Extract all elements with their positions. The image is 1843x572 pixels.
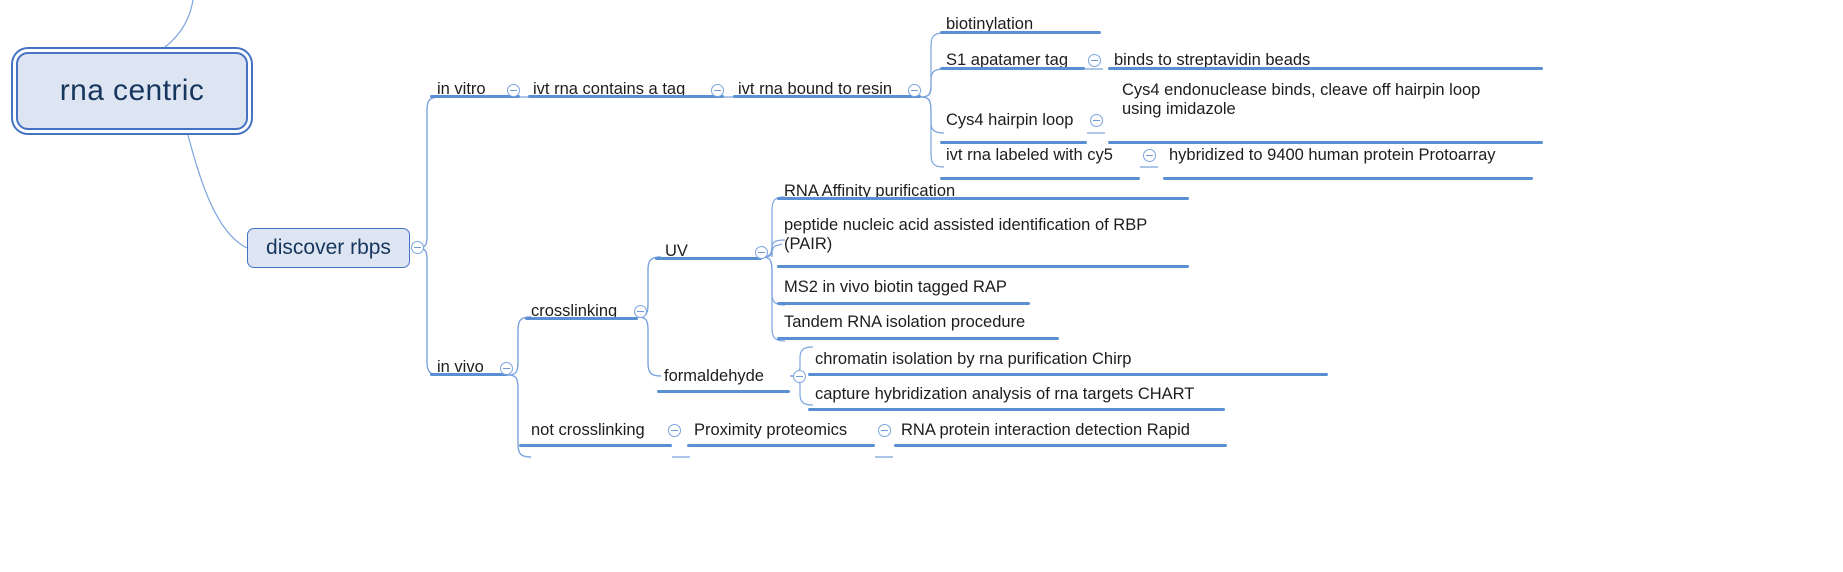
node-formaldehyde[interactable]: formaldehyde: [664, 367, 764, 385]
node-in-vivo[interactable]: in vivo: [437, 358, 484, 376]
toggle-in-vitro[interactable]: [507, 84, 520, 97]
underline-in-vivo: [430, 373, 508, 376]
node-biotinylation[interactable]: biotinylation: [946, 15, 1034, 33]
underline-binds-to-streptavidin-beads: [1108, 67, 1543, 70]
underline-ivt-rna-labeled-with-cy5: [940, 177, 1140, 180]
node-discover-rbps[interactable]: discover rbps: [247, 228, 410, 268]
toggle-s1-apatamer-tag[interactable]: [1088, 54, 1101, 67]
underline-pair: [777, 265, 1189, 268]
node-protoarray[interactable]: hybridized to 9400 human protein Protoar…: [1169, 146, 1496, 164]
node-chart[interactable]: capture hybridization analysis of rna ta…: [815, 385, 1195, 403]
underline-ms2-rap: [777, 302, 1030, 305]
node-in-vitro[interactable]: in vitro: [437, 80, 486, 98]
toggle-ivt-rna-labeled-with-cy5[interactable]: [1143, 149, 1156, 162]
node-rapid[interactable]: RNA protein interaction detection Rapid: [901, 421, 1190, 439]
node-discover-rbps-label: discover rbps: [266, 236, 391, 259]
underline-not-crosslinking: [519, 444, 672, 447]
underline-tandem-rna-isolation: [777, 337, 1059, 340]
toggle-proximity-proteomics[interactable]: [878, 424, 891, 437]
node-pair[interactable]: peptide nucleic acid assisted identifica…: [784, 216, 1147, 253]
node-crosslinking[interactable]: crosslinking: [531, 302, 618, 320]
toggle-discover-rbps[interactable]: [411, 241, 424, 254]
node-ivt-rna-contains-a-tag[interactable]: ivt rna contains a tag: [533, 80, 686, 98]
toggle-uv[interactable]: [755, 246, 768, 259]
underline-formaldehyde: [657, 390, 790, 393]
node-not-crosslinking[interactable]: not crosslinking: [531, 421, 645, 439]
node-ms2-rap[interactable]: MS2 in vivo biotin tagged RAP: [784, 278, 1007, 296]
underline-ivt-rna-bound-to-resin: [733, 95, 921, 98]
node-ivt-rna-bound-to-resin[interactable]: ivt rna bound to resin: [738, 80, 893, 98]
node-cys4-endonuclease[interactable]: Cys4 endonuclease binds, cleave off hair…: [1122, 81, 1481, 118]
underline-cys4-endonuclease: [1108, 141, 1543, 144]
toggle-formaldehyde[interactable]: [793, 370, 806, 383]
underline-rna-affinity-purification: [777, 197, 1189, 200]
node-rna-affinity-purification[interactable]: RNA Affinity purification: [784, 182, 956, 200]
underline-protoarray: [1163, 177, 1533, 180]
toggle-crosslinking[interactable]: [634, 305, 647, 318]
root-node[interactable]: rna centric: [16, 52, 248, 130]
toggle-ivt-rna-bound-to-resin[interactable]: [908, 84, 921, 97]
underline-uv: [655, 257, 762, 260]
underline-proximity-proteomics: [687, 444, 875, 447]
node-proximity-proteomics[interactable]: Proximity proteomics: [694, 421, 848, 439]
underline-biotinylation: [940, 31, 1101, 34]
underline-rapid: [894, 444, 1227, 447]
node-uv[interactable]: UV: [665, 242, 688, 260]
toggle-ivt-rna-contains-a-tag[interactable]: [711, 84, 724, 97]
root-node-label: rna centric: [59, 74, 205, 107]
toggle-cys4-hairpin-loop[interactable]: [1090, 114, 1103, 127]
toggle-not-crosslinking[interactable]: [668, 424, 681, 437]
underline-crosslinking: [525, 317, 638, 320]
node-cys4-hairpin-loop[interactable]: Cys4 hairpin loop: [946, 111, 1074, 129]
underline-chirp: [808, 373, 1328, 376]
underline-chart: [808, 408, 1225, 411]
underline-s1-apatamer-tag: [940, 67, 1085, 70]
node-ivt-rna-labeled-with-cy5[interactable]: ivt rna labeled with cy5: [946, 146, 1113, 164]
underline-ivt-rna-contains-a-tag: [528, 95, 724, 98]
underline-cys4-hairpin-loop: [940, 141, 1087, 144]
toggle-in-vivo[interactable]: [500, 362, 513, 375]
node-chirp[interactable]: chromatin isolation by rna purification …: [815, 350, 1132, 368]
node-binds-to-streptavidin-beads[interactable]: binds to streptavidin beads: [1114, 51, 1311, 69]
node-s1-apatamer-tag[interactable]: S1 apatamer tag: [946, 51, 1068, 69]
node-tandem-rna-isolation[interactable]: Tandem RNA isolation procedure: [784, 313, 1026, 331]
underline-in-vitro: [430, 95, 520, 98]
